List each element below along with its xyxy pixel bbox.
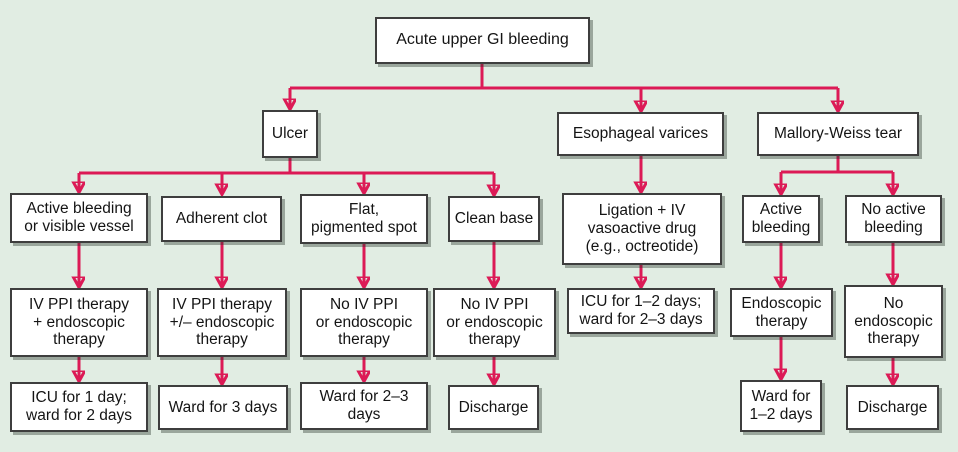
node-discharge-clean-base: Discharge — [448, 385, 539, 430]
node-active-bleeding-or-visible-vessel: Active bleeding or visible vessel — [10, 193, 148, 243]
node-acute-upper-gi-bleeding: Acute upper GI bleeding — [375, 17, 590, 64]
node-endoscopic-therapy: Endoscopic therapy — [730, 288, 833, 337]
node-ward-2-3-days: Ward for 2–3 days — [300, 382, 428, 430]
node-adherent-clot: Adherent clot — [161, 196, 282, 242]
node-ward-1-2-days: Ward for 1–2 days — [740, 380, 822, 432]
node-no-iv-ppi-or-endoscopic-therapy-1: No IV PPI or endoscopic therapy — [300, 288, 428, 357]
node-iv-ppi-plus-minus-endoscopic-therapy: IV PPI therapy +/– endoscopic therapy — [157, 288, 287, 357]
node-icu-1-2-days-ward-2-3-days: ICU for 1–2 days; ward for 2–3 days — [567, 288, 715, 334]
node-ligation-iv-vasoactive-drug: Ligation + IV vasoactive drug (e.g., oct… — [562, 193, 722, 265]
node-iv-ppi-plus-endoscopic-therapy: IV PPI therapy + endoscopic therapy — [10, 288, 148, 357]
node-mallory-weiss-tear: Mallory-Weiss tear — [757, 112, 919, 156]
node-flat-pigmented-spot: Flat, pigmented spot — [300, 194, 428, 244]
node-active-bleeding: Active bleeding — [742, 195, 820, 243]
node-esophageal-varices: Esophageal varices — [557, 112, 724, 156]
node-no-active-bleeding: No active bleeding — [845, 195, 942, 243]
node-clean-base: Clean base — [448, 196, 540, 242]
node-ward-3-days: Ward for 3 days — [158, 385, 288, 430]
node-no-iv-ppi-or-endoscopic-therapy-2: No IV PPI or endoscopic therapy — [433, 288, 556, 357]
node-ulcer: Ulcer — [262, 110, 318, 158]
node-icu-1-day-ward-2-days: ICU for 1 day; ward for 2 days — [10, 382, 148, 432]
node-no-endoscopic-therapy: No endoscopic therapy — [844, 285, 943, 358]
node-discharge-no-active-bleeding: Discharge — [846, 385, 939, 430]
